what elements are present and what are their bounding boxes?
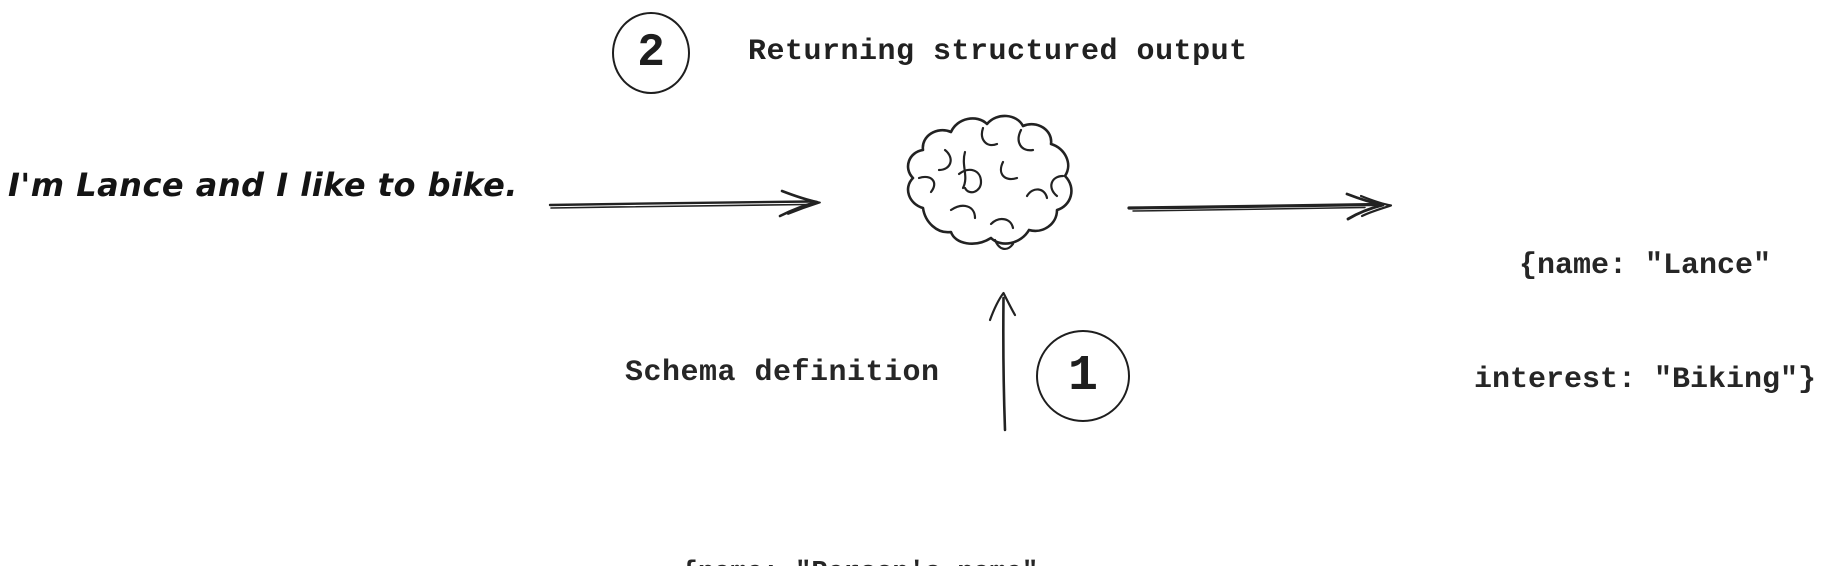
diagram-title: Returning structured output — [748, 35, 1248, 69]
step-1-number: 1 — [1067, 347, 1098, 405]
schema-to-llm-arrow — [988, 291, 1017, 432]
input-to-llm-arrow — [548, 189, 821, 218]
llm-to-output-arrow — [1127, 192, 1393, 221]
brain-icon — [906, 114, 1073, 250]
step-1-badge: 1 — [1036, 330, 1130, 422]
output-json-line1: {name: "Lance" — [1518, 249, 1772, 283]
step-2-badge: 2 — [612, 12, 690, 94]
user-input-text: I'm Lance and I like to bike. — [8, 166, 518, 204]
output-json-line2: interest: "Biking"} — [1473, 363, 1817, 397]
schema-json-line1: {name: "Person's name" — [560, 554, 1160, 566]
schema-definition-label: Schema definition — [625, 356, 940, 390]
schema-definition-text: {name: "Person's name" interest: "Person… — [560, 478, 1160, 566]
structured-output-text: {name: "Lance" interest: "Biking"} — [1390, 171, 1838, 475]
step-2-number: 2 — [637, 27, 665, 79]
